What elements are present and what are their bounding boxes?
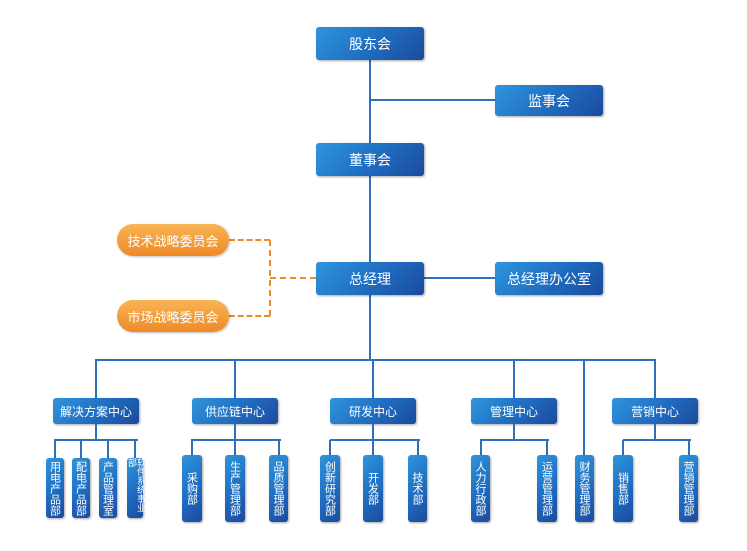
department-box: 人力行政部 xyxy=(471,455,490,522)
connector-dept-bus xyxy=(623,439,691,441)
department-box: 采购部 xyxy=(182,455,202,522)
center-box: 供应链中心 xyxy=(192,398,278,424)
connector-dept-bus xyxy=(191,439,281,441)
connector-committee-2 xyxy=(229,315,270,317)
department-box: 软件系统事业部 xyxy=(126,458,145,518)
connector-committee-gm xyxy=(270,277,316,279)
connector-dept-bus xyxy=(54,439,138,441)
connector-dept-drop xyxy=(417,440,419,455)
connector-dept-drop xyxy=(372,440,374,455)
connector-dept-drop xyxy=(329,440,331,455)
connector-dept-drop xyxy=(191,440,193,455)
shareholders-box: 股东会 xyxy=(316,27,424,60)
department-box: 产品管理室 xyxy=(99,458,117,518)
department-box: 开发部 xyxy=(363,455,383,522)
connector-center-drop xyxy=(234,360,236,398)
tech-strategy-committee: 技术战略委员会 xyxy=(117,224,229,256)
center-box: 解决方案中心 xyxy=(53,398,139,424)
connector-center-drop xyxy=(513,360,515,398)
connector-center-drop xyxy=(372,360,374,398)
connector-committee-1 xyxy=(229,239,270,241)
department-box: 创新研究部 xyxy=(320,455,340,522)
connector-main-vertical xyxy=(369,60,371,360)
connector-dept-drop xyxy=(134,440,136,458)
connector-dept-drop xyxy=(80,440,82,458)
board-box: 董事会 xyxy=(316,143,424,176)
connector-finance xyxy=(583,360,585,455)
center-box: 研发中心 xyxy=(330,398,416,424)
connector-dept-drop xyxy=(688,440,690,455)
connector-center-stem xyxy=(234,424,236,440)
connector-dept-drop xyxy=(278,440,280,455)
department-box: 技术部 xyxy=(408,455,427,522)
connector-center-stem xyxy=(654,424,656,440)
connector-dept-drop xyxy=(234,440,236,455)
department-box: 销售部 xyxy=(613,455,633,522)
connector-dept-bus xyxy=(330,439,420,441)
connector-gm-office xyxy=(424,277,495,279)
connector-supervisors xyxy=(370,99,495,101)
department-box: 品质管理部 xyxy=(269,455,288,522)
department-box: 生产管理部 xyxy=(225,455,245,522)
connector-center-stem xyxy=(372,424,374,440)
connector-center-stem xyxy=(513,424,515,440)
department-box-finance: 财务管理部 xyxy=(575,455,594,522)
department-box: 运营管理部 xyxy=(537,455,557,522)
supervisors-box: 监事会 xyxy=(495,85,603,116)
connector-dept-drop xyxy=(622,440,624,455)
center-box: 营销中心 xyxy=(612,398,698,424)
department-box: 配电产品部 xyxy=(72,458,90,518)
department-box: 营销管理部 xyxy=(679,455,698,522)
connector-center-stem xyxy=(95,424,97,440)
connector-dept-drop xyxy=(54,440,56,458)
connector-dept-drop xyxy=(480,440,482,455)
connector-center-drop xyxy=(654,360,656,398)
center-box: 管理中心 xyxy=(471,398,557,424)
department-box: 用电产品部 xyxy=(46,458,64,518)
market-strategy-committee: 市场战略委员会 xyxy=(117,300,229,332)
connector-dept-drop xyxy=(546,440,548,455)
gm-box: 总经理 xyxy=(316,262,424,295)
connector-dept-bus xyxy=(480,439,549,441)
connector-center-bus xyxy=(95,359,656,361)
gm-office-box: 总经理办公室 xyxy=(495,262,603,295)
connector-dept-drop xyxy=(107,440,109,458)
connector-center-drop xyxy=(95,360,97,398)
